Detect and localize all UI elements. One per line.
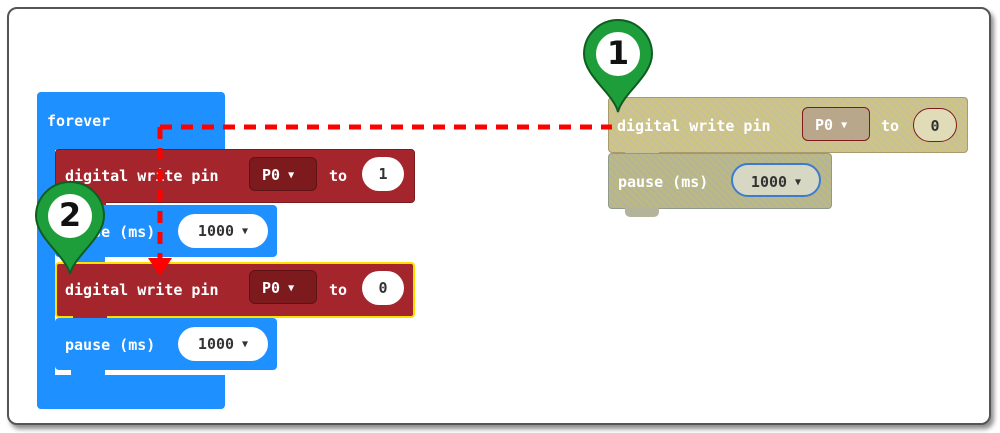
pin-dropdown[interactable]: P0 ▼ <box>249 157 317 191</box>
caret-down-icon: ▼ <box>242 226 249 237</box>
pin-value-input[interactable]: 0 <box>362 271 404 305</box>
digital-write-pin-label: digital write pin <box>65 281 219 299</box>
marker-number: 1 <box>606 34 630 72</box>
forever-label: forever <box>47 112 111 130</box>
pin-value: P0 <box>262 279 281 297</box>
pin-value-input[interactable]: 1 <box>362 157 404 191</box>
drag-arrowhead-icon <box>148 258 172 276</box>
block-notch <box>71 369 105 379</box>
pin-value: P0 <box>262 166 281 184</box>
pin-dropdown[interactable]: P0 ▼ <box>249 270 317 304</box>
pause-value: 1000 <box>197 335 235 353</box>
caret-down-icon: ▼ <box>841 120 848 131</box>
to-label: to <box>329 281 348 299</box>
digital-write-pin-block-selected[interactable] <box>55 262 415 325</box>
digital-write-pin-label: digital write pin <box>65 167 219 185</box>
ghost-to-label: to <box>881 117 900 135</box>
caret-down-icon: ▼ <box>242 339 249 350</box>
pause-duration-dropdown[interactable]: 1000 ▼ <box>178 327 268 361</box>
map-pin-icon: 2 <box>30 176 110 276</box>
caret-down-icon: ▼ <box>288 170 295 181</box>
to-label: to <box>329 167 348 185</box>
block-notch <box>71 256 105 266</box>
ghost-digital-write-pin-label: digital write pin <box>617 117 771 135</box>
marker-number: 2 <box>58 196 82 234</box>
ghost-pin-dropdown[interactable]: P0 ▼ <box>802 107 870 141</box>
pause-duration-dropdown[interactable]: 1000 ▼ <box>178 214 268 248</box>
caret-down-icon: ▼ <box>288 283 295 294</box>
map-pin-icon: 1 <box>578 14 658 114</box>
block-notch <box>625 207 659 217</box>
ghost-pause-label: pause (ms) <box>618 173 709 191</box>
ghost-pause-duration-dropdown[interactable]: 1000 ▼ <box>731 163 821 197</box>
pause-value: 1000 <box>197 222 235 240</box>
pin-value: P0 <box>815 116 834 134</box>
ghost-pin-value-input[interactable]: 0 <box>913 108 957 142</box>
pause-value: 1000 <box>750 173 788 191</box>
pause-label: pause (ms) <box>65 336 156 354</box>
caret-down-icon: ▼ <box>795 177 802 188</box>
